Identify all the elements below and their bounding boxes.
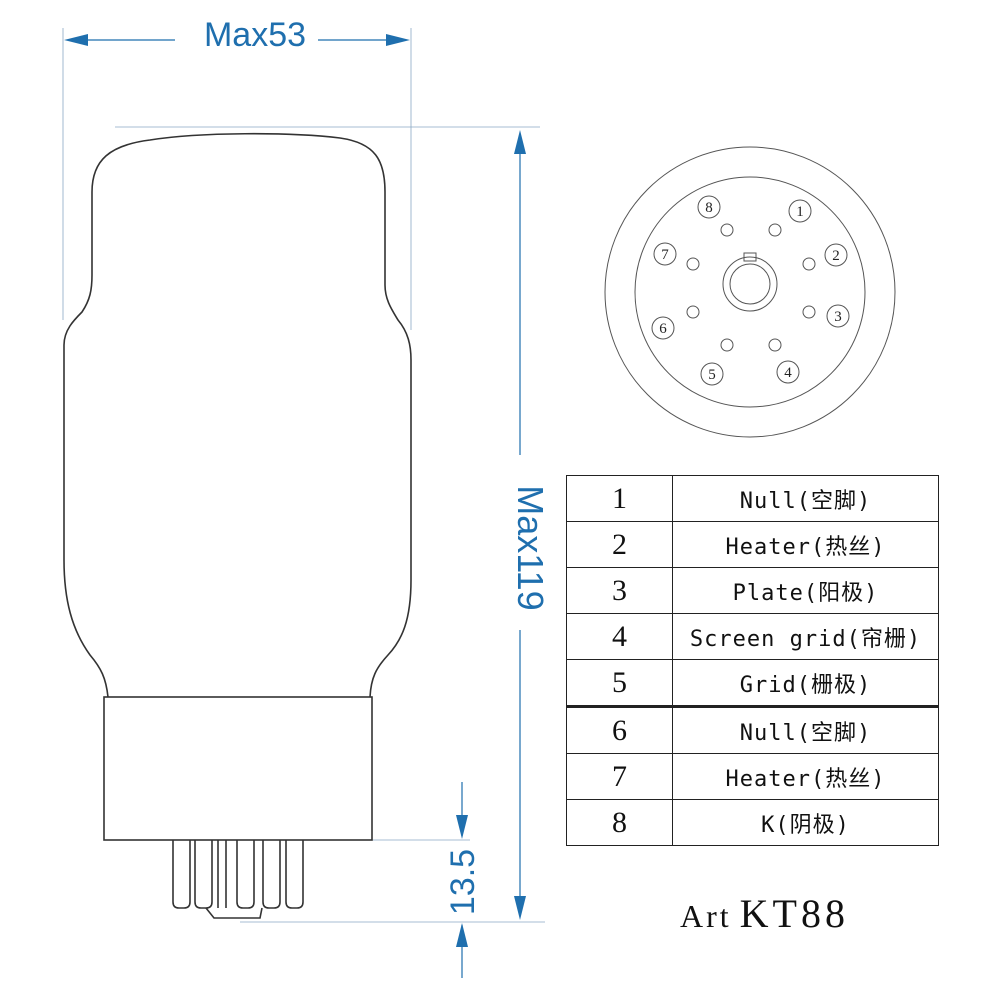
table-row: 1 Null(空脚) [566, 475, 939, 522]
tube-base [103, 696, 373, 841]
tube-pins [172, 840, 304, 919]
table-row: 6 Null(空脚) [566, 706, 939, 754]
height-dimension: Max119 [115, 126, 551, 923]
pin-number-cell: 3 [566, 567, 673, 614]
pin-number-cell: 1 [566, 475, 673, 522]
pin-label-2: 2 [832, 248, 840, 264]
center-key-notch [743, 252, 757, 262]
pin-function-cell: Null(空脚) [672, 475, 939, 522]
pin-length-label: 13.5 [444, 849, 482, 915]
pin-function-cell: Null(空脚) [672, 706, 939, 754]
table-row: 2 Heater(热丝) [566, 521, 939, 568]
pin-number-cell: 4 [566, 613, 673, 660]
pin-number-cell: 8 [566, 799, 673, 846]
socket-outer-ring [604, 146, 896, 438]
model-prefix: Art [680, 898, 732, 934]
table-row: 3 Plate(阳极) [566, 567, 939, 614]
pin-label-4: 4 [784, 365, 792, 381]
pin-label-3: 3 [834, 309, 842, 325]
pin-number-cell: 2 [566, 521, 673, 568]
pin-function-table: 1 Null(空脚) 2 Heater(热丝) 3 Plate(阳极) 4 Sc… [566, 475, 939, 846]
pin-length-dimension: 13.5 [310, 782, 482, 978]
pin-number-cell: 5 [566, 659, 673, 708]
pin-label-5: 5 [708, 367, 716, 383]
pin-label-6: 6 [659, 321, 667, 337]
model-name: KT88 [739, 891, 849, 936]
pin-function-cell: Heater(热丝) [672, 521, 939, 568]
socket-inner-ring [634, 176, 866, 408]
center-key-outer [722, 256, 778, 312]
glass-envelope [63, 132, 412, 698]
table-row: 8 K(阴极) [566, 799, 939, 846]
socket-pin-holes [686, 223, 816, 352]
center-key-inner [729, 263, 771, 305]
height-label: Max119 [510, 485, 551, 610]
pin-label-8: 8 [705, 200, 713, 216]
socket-pin-labels: 1 2 3 4 5 6 7 8 [651, 195, 850, 386]
pin-function-cell: Heater(热丝) [672, 753, 939, 800]
pin-function-cell: Screen grid(帘栅) [672, 613, 939, 660]
width-label: Max53 [204, 16, 306, 54]
table-row: 4 Screen grid(帘栅) [566, 613, 939, 660]
table-row: 5 Grid(栅极) [566, 659, 939, 708]
pin-label-1: 1 [796, 204, 804, 220]
pin-function-cell: K(阴极) [672, 799, 939, 846]
width-dimension: Max53 [62, 16, 412, 330]
pin-number-cell: 6 [566, 706, 673, 754]
table-row: 7 Heater(热丝) [566, 753, 939, 800]
socket-view: 1 2 3 4 5 6 7 8 [604, 146, 896, 438]
pin-label-7: 7 [661, 247, 669, 263]
pin-function-cell: Grid(栅极) [672, 659, 939, 708]
pin-number-cell: 7 [566, 753, 673, 800]
pin-function-cell: Plate(阳极) [672, 567, 939, 614]
